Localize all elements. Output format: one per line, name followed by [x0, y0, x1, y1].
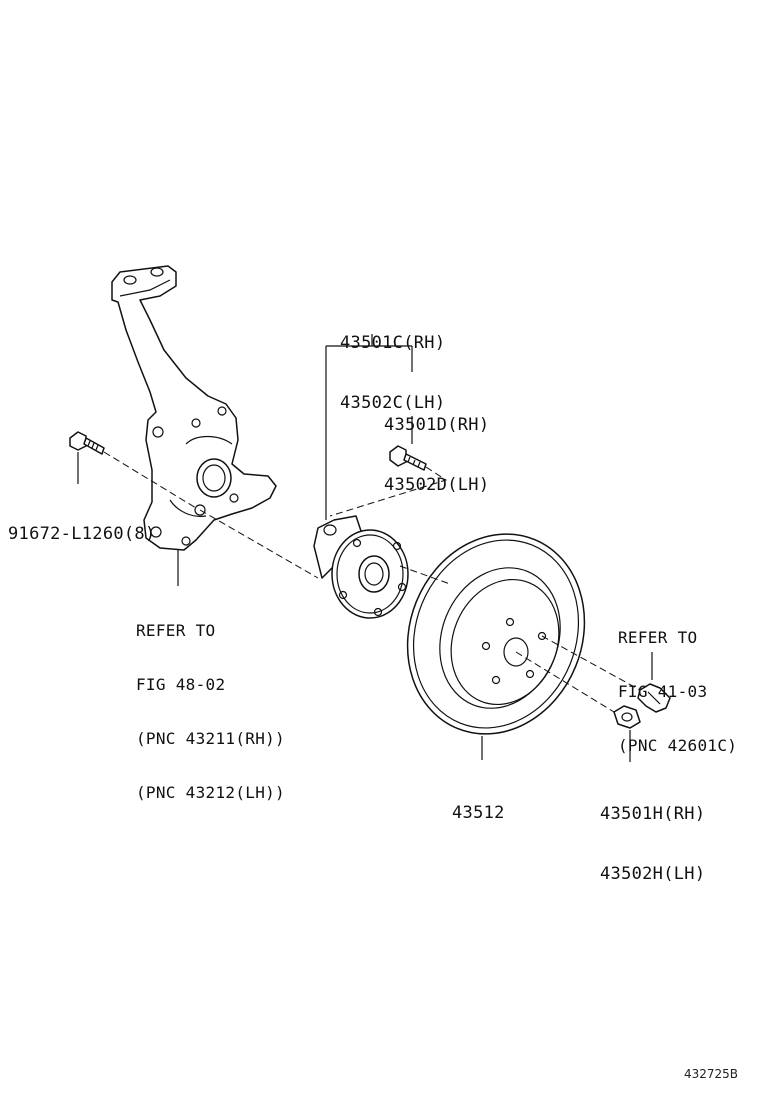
- hub-nut-label: 43501H(RH) 43502H(LH): [600, 764, 705, 904]
- wheel-nut-ref-line3: (PNC 42601C): [618, 736, 738, 755]
- hub-bolt-label-rh: 43501D(RH): [384, 415, 490, 435]
- wheel-nut-ref-line2: FIG 41-03: [618, 682, 708, 701]
- knuckle-bolt-label: 91672-L1260(8): [8, 484, 156, 564]
- knuckle-ref-line3: (PNC 43211(RH)): [136, 729, 285, 748]
- disc-rotor: [406, 533, 586, 735]
- knuckle-ref-line2: FIG 48-02: [136, 675, 226, 694]
- hub-bearing-label: 43501C(RH) 43502C(LH): [340, 293, 445, 433]
- alignment-lines: [103, 451, 641, 713]
- knuckle-ref-label: REFER TO FIG 48-02 (PNC 43211(RH)) (PNC …: [136, 586, 285, 820]
- wheel-nut-ref-label: REFER TO FIG 41-03 (PNC 42601C): [618, 593, 737, 773]
- knuckle-ref-line1: REFER TO: [136, 621, 216, 640]
- leader-lines: [77, 334, 653, 762]
- hub-bearing: [313, 515, 409, 619]
- knuckle-ref-line4: (PNC 43212(LH)): [136, 783, 285, 802]
- disc-rotor-label: 43512: [452, 763, 505, 843]
- steering-knuckle: [111, 265, 277, 551]
- hub-nut: [613, 705, 641, 729]
- diagram-code: 432725B: [684, 1067, 739, 1081]
- wheel-stud: [637, 683, 671, 713]
- hub-bolt: [389, 445, 427, 471]
- knuckle-bolt: [69, 431, 105, 455]
- knuckle-bolt-label-text: 91672-L1260(8): [8, 524, 156, 544]
- hub-bolt-label: 43501D(RH) 43502D(LH): [384, 375, 489, 515]
- hub-bearing-label-rh: 43501C(RH): [340, 333, 446, 353]
- hub-nut-label-rh: 43501H(RH): [600, 804, 706, 824]
- hub-bearing-label-lh: 43502C(LH): [340, 393, 446, 413]
- hub-bolt-label-lh: 43502D(LH): [384, 475, 490, 495]
- hub-nut-label-lh: 43502H(LH): [600, 864, 706, 884]
- wheel-nut-ref-line1: REFER TO: [618, 628, 698, 647]
- disc-rotor-label-text: 43512: [452, 803, 505, 823]
